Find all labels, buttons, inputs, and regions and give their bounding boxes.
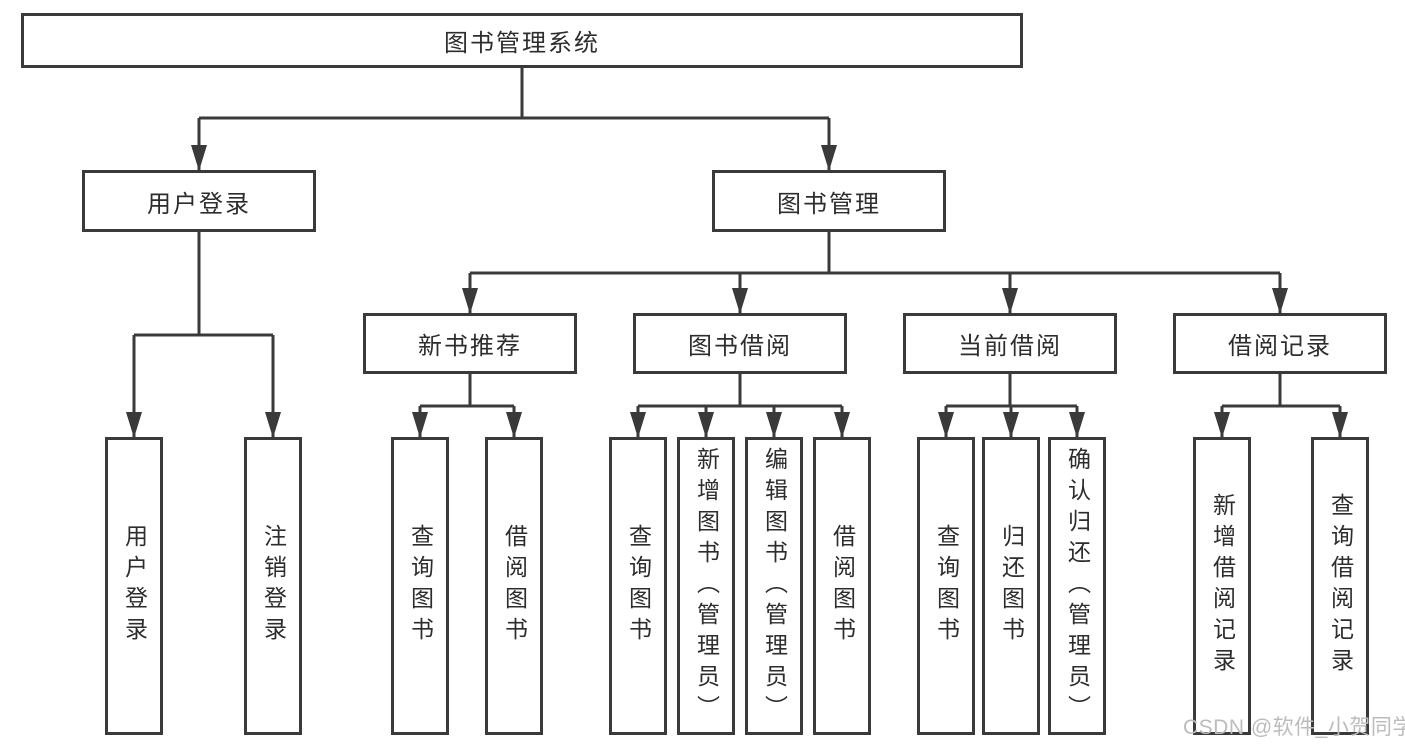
node-leaf-borrow-books-recommend: 借阅图书 — [485, 437, 543, 735]
node-leaf-query-books-borrowing: 查询图书 — [609, 437, 667, 735]
node-user-login: 用户登录 — [82, 170, 316, 232]
node-leaf-confirm-return-admin: 确认归还（管理员） — [1048, 437, 1106, 735]
watermark-text: CSDN @软件_小贺同学 — [1183, 716, 1405, 739]
node-leaf-query-borrow-record: 查询借阅记录 — [1311, 437, 1369, 735]
node-leaf-return-books: 归还图书 — [982, 437, 1040, 735]
node-leaf-add-books-admin: 新增图书（管理员） — [677, 437, 735, 735]
node-leaf-logout: 注销登录 — [244, 437, 302, 735]
node-leaf-query-books-recommend: 查询图书 — [391, 437, 449, 735]
node-book-management-system: 图书管理系统 — [21, 13, 1023, 68]
node-leaf-user-login: 用户登录 — [105, 437, 163, 735]
node-leaf-query-books-current: 查询图书 — [917, 437, 975, 735]
node-book-borrowing: 图书借阅 — [633, 313, 847, 374]
node-current-borrowing: 当前借阅 — [903, 313, 1117, 374]
node-leaf-borrow-books: 借阅图书 — [813, 437, 871, 735]
node-borrowing-records: 借阅记录 — [1173, 313, 1387, 374]
node-book-management: 图书管理 — [712, 170, 946, 232]
node-new-book-recommend: 新书推荐 — [363, 313, 577, 374]
node-leaf-edit-books-admin: 编辑图书（管理员） — [745, 437, 803, 735]
node-leaf-add-borrow-record: 新增借阅记录 — [1193, 437, 1251, 735]
